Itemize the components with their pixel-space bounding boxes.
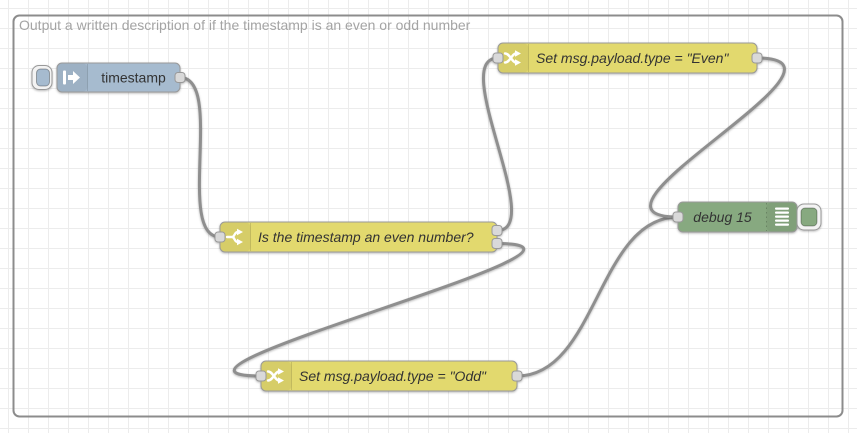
nodes-layer: timestamp Is the timestamp an even number… <box>31 42 822 392</box>
input-port[interactable] <box>255 370 267 382</box>
change-node-set-odd[interactable]: Set msg.payload.type = "Odd" <box>255 360 523 392</box>
change-shuffle-icon <box>266 368 284 384</box>
icon-region <box>261 361 292 391</box>
node-label: Set msg.payload.type = "Even" <box>536 50 729 66</box>
wire-switch-to-even[interactable] <box>481 56 514 232</box>
flow-group-label: Output a written description of if the t… <box>19 17 471 33</box>
debug-toggle-button[interactable] <box>796 203 822 231</box>
change-node-set-even[interactable]: Set msg.payload.type = "Even" <box>492 42 763 74</box>
debug-list-icon <box>775 207 789 226</box>
node-label: Set msg.payload.type = "Odd" <box>299 368 487 384</box>
node-label: Is the timestamp an even number? <box>258 229 474 245</box>
output-port[interactable] <box>751 52 763 64</box>
inject-button[interactable] <box>31 65 53 90</box>
wire-odd-to-debug[interactable] <box>515 215 680 378</box>
output-port-2[interactable] <box>491 238 503 249</box>
input-port[interactable] <box>214 231 226 243</box>
wire-switch-to-odd[interactable] <box>232 242 526 378</box>
flow-group-border[interactable] <box>12 14 844 418</box>
node-label: timestamp <box>101 70 166 86</box>
icon-region <box>498 43 529 73</box>
input-port[interactable] <box>492 52 504 64</box>
switch-node-even-check[interactable]: Is the timestamp an even number? <box>214 221 503 253</box>
inject-arrow-icon <box>63 70 80 85</box>
output-port[interactable] <box>511 370 523 382</box>
wire-even-to-debug[interactable] <box>649 56 786 219</box>
input-port[interactable] <box>672 211 684 223</box>
node-label: debug 15 <box>693 209 752 225</box>
switch-branch-icon <box>225 228 243 246</box>
output-port-1[interactable] <box>491 225 503 236</box>
output-port[interactable] <box>174 72 186 83</box>
inject-node-timestamp[interactable]: timestamp <box>31 62 186 93</box>
wire-timestamp-to-switch[interactable] <box>178 76 222 239</box>
debug-node-15[interactable]: debug 15 <box>672 201 822 233</box>
change-shuffle-icon <box>503 50 521 66</box>
icon-region <box>220 222 251 252</box>
wires-layer <box>178 56 786 378</box>
